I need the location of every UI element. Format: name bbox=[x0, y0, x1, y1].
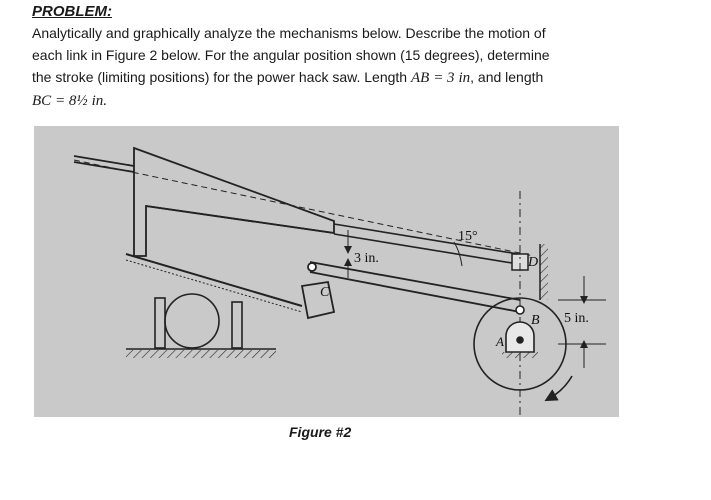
connecting-rod bbox=[307, 261, 521, 313]
mechanism-figure: 3 in. 15° C D B A 5 in. bbox=[34, 126, 619, 417]
label-15deg: 15° bbox=[458, 229, 478, 244]
problem-line-2: each link in Figure 2 below. For the ang… bbox=[32, 47, 550, 63]
saw-frame bbox=[73, 146, 336, 320]
dimension-5in bbox=[558, 276, 606, 368]
problem-statement: Analytically and graphically analyze the… bbox=[32, 22, 682, 112]
bc-value: = 8½ bbox=[55, 93, 88, 109]
problem-line-3: the stroke (limiting positions) for the … bbox=[32, 66, 682, 89]
bc-unit: in. bbox=[91, 93, 107, 109]
vise-workpiece bbox=[154, 293, 243, 349]
angle-arc-15deg bbox=[453, 241, 463, 267]
label-b: B bbox=[531, 313, 540, 328]
label-c: C bbox=[320, 285, 330, 300]
label-a: A bbox=[495, 334, 504, 349]
problem-line-1: Analytically and graphically analyze the… bbox=[32, 25, 546, 41]
ground-base bbox=[126, 348, 276, 358]
bc-label: BC bbox=[32, 93, 52, 109]
label-5in: 5 in. bbox=[564, 311, 589, 326]
ab-unit: in bbox=[458, 70, 471, 86]
label-3in: 3 in. bbox=[354, 251, 379, 266]
problem-line-3-tail: , and length bbox=[470, 69, 544, 85]
label-d: D bbox=[527, 255, 538, 270]
problem-line-4: BC = 8½ in. bbox=[32, 89, 682, 112]
ab-value: = 3 bbox=[433, 70, 455, 86]
crank-wheel bbox=[473, 297, 573, 402]
figure-caption: Figure #2 bbox=[289, 424, 352, 440]
ab-label: AB bbox=[410, 70, 430, 86]
problem-line-3-text: the stroke (limiting positions) for the … bbox=[32, 69, 411, 85]
problem-heading: PROBLEM: bbox=[32, 3, 112, 20]
hacksaw-mechanism-drawing: 3 in. 15° C D B A 5 in. bbox=[73, 146, 606, 416]
guide-rod bbox=[333, 223, 519, 265]
centerline bbox=[73, 159, 535, 257]
